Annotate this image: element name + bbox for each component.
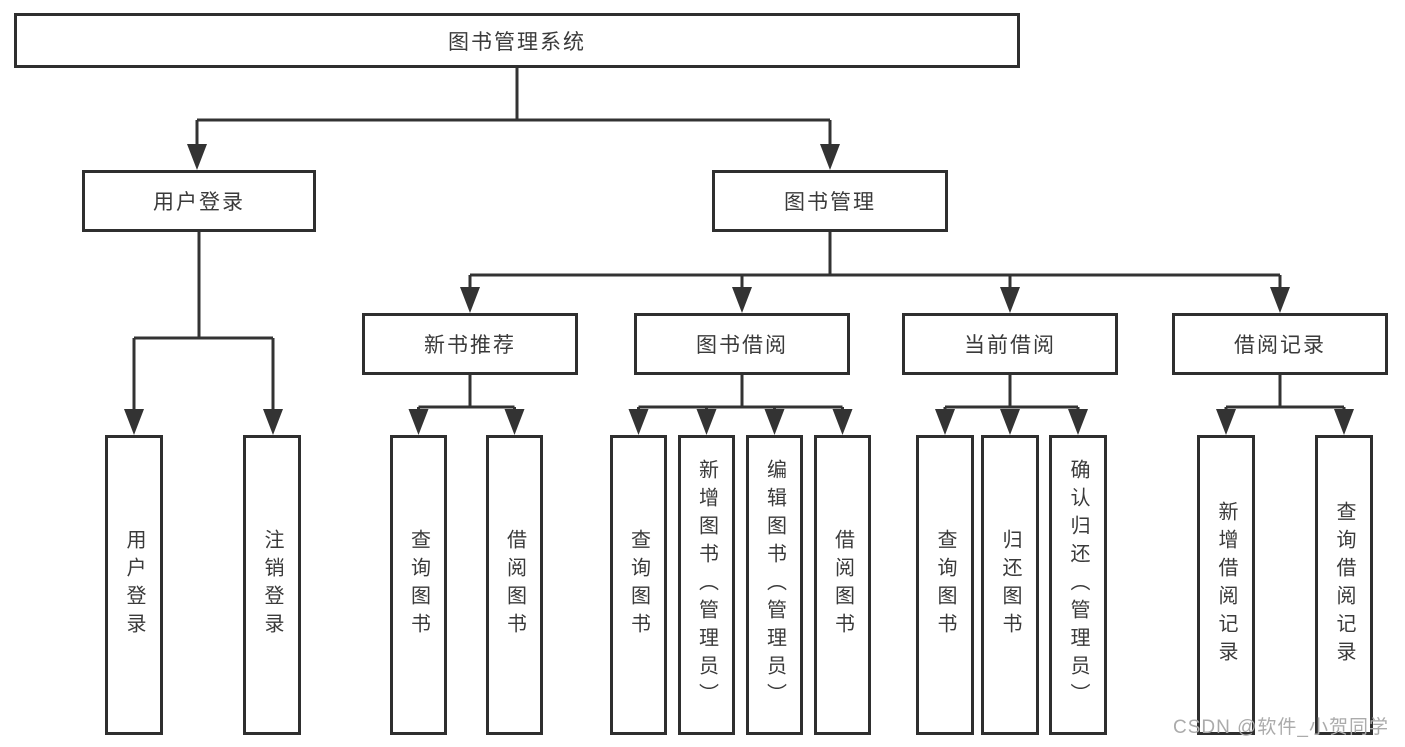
- leaf-user-login: 用户登录: [105, 435, 163, 735]
- leaf-current-query-books: 查询图书: [916, 435, 974, 735]
- node-current-borrow: 当前借阅: [902, 313, 1118, 375]
- leaf-borrow-query-books: 查询图书: [610, 435, 667, 735]
- leaf-newbook-query-books: 查询图书: [390, 435, 447, 735]
- leaf-add-books-admin: 新增图书（管理员）: [678, 435, 735, 735]
- node-new-book-recommend: 新书推荐: [362, 313, 578, 375]
- leaf-confirm-return-admin: 确认归还（管理员）: [1049, 435, 1107, 735]
- leaf-borrow-borrow-books: 借阅图书: [814, 435, 871, 735]
- leaf-return-books: 归还图书: [981, 435, 1039, 735]
- leaf-newbook-borrow-books: 借阅图书: [486, 435, 543, 735]
- leaf-add-borrow-record: 新增借阅记录: [1197, 435, 1255, 735]
- node-book-borrow: 图书借阅: [634, 313, 850, 375]
- leaf-query-borrow-record: 查询借阅记录: [1315, 435, 1373, 735]
- node-borrow-record: 借阅记录: [1172, 313, 1388, 375]
- node-root: 图书管理系统: [14, 13, 1020, 68]
- node-book-management: 图书管理: [712, 170, 948, 232]
- csdn-watermark: CSDN @软件_小贺同学: [1173, 717, 1389, 738]
- node-user-login: 用户登录: [82, 170, 316, 232]
- leaf-logout: 注销登录: [243, 435, 301, 735]
- leaf-edit-books-admin: 编辑图书（管理员）: [746, 435, 803, 735]
